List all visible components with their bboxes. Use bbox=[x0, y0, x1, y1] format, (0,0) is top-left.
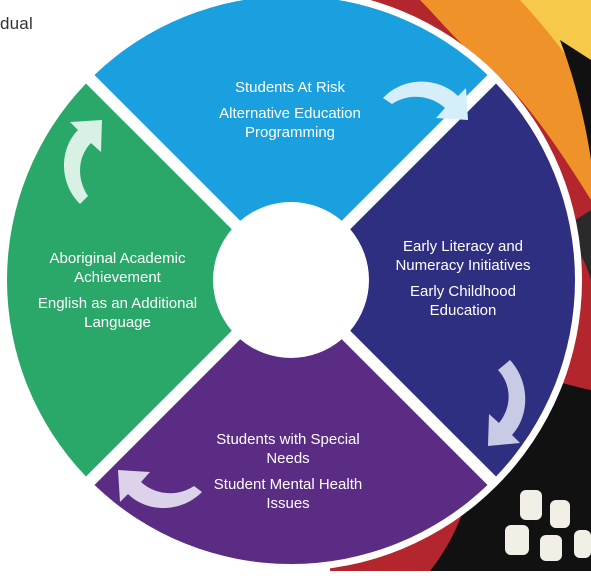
segment-bottom-label: Students with Special Needs Student Ment… bbox=[208, 430, 368, 513]
center-circle bbox=[214, 203, 368, 357]
segment-bottom-line-1: Students with Special Needs bbox=[216, 431, 360, 467]
cycle-segments bbox=[6, 0, 575, 564]
segment-top-line-2: Alternative Education Programming bbox=[219, 105, 361, 141]
curved-arrow-icon bbox=[118, 470, 202, 508]
segment-left-line-1: Aboriginal Academic Achievement bbox=[49, 250, 186, 286]
segment-right-line-2: Early Childhood Education bbox=[410, 283, 516, 319]
segment-top-label: Students At Risk Alternative Education P… bbox=[200, 78, 380, 142]
curved-arrow-icon bbox=[64, 120, 102, 204]
curved-arrow-icon bbox=[383, 81, 468, 120]
segment-right-line-1: Early Literacy and Numeracy Initiatives bbox=[395, 238, 531, 274]
segment-right-label: Early Literacy and Numeracy Initiatives … bbox=[378, 237, 548, 320]
segment-left-label: Aboriginal Academic Achievement English … bbox=[30, 249, 205, 332]
curved-arrow-icon bbox=[488, 360, 526, 446]
segment-left-line-2: English as an Additional Language bbox=[37, 295, 198, 331]
segment-top-line-1: Students At Risk bbox=[234, 79, 346, 96]
segment-bottom-line-2: Student Mental Health Issues bbox=[213, 476, 363, 512]
top-text-fragment: dual bbox=[0, 14, 33, 33]
segment-top bbox=[94, 0, 488, 221]
segment-left bbox=[6, 83, 232, 477]
segment-bottom bbox=[94, 339, 488, 564]
